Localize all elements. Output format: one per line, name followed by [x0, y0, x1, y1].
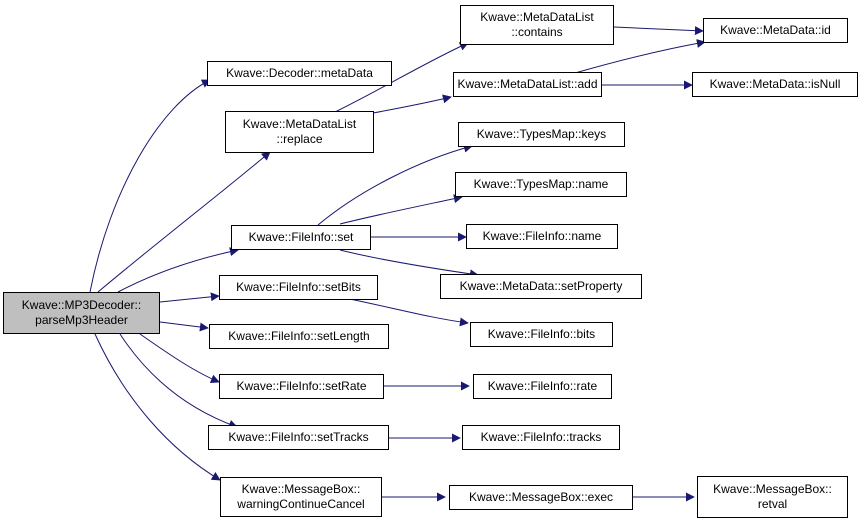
node-messagebox-retval[interactable]: Kwave::MessageBox:: retval — [697, 476, 848, 518]
edge-mdl-contains-to-md-id — [613, 26, 704, 36]
node-label: Kwave::FileInfo::setTracks — [228, 430, 369, 444]
edge-root-to-mb-warning — [94, 333, 221, 481]
node-label: Kwave::FileInfo::tracks — [480, 430, 602, 444]
edge-root-to-decoder-metadata — [89, 79, 211, 293]
node-label: Kwave::MessageBox::exec — [468, 490, 614, 504]
node-label-line2: parseMp3Header — [35, 313, 128, 327]
edge-fi-set-to-tm-keys — [317, 143, 473, 226]
node-label: Kwave::TypesMap::name — [473, 177, 609, 191]
node-metadatalist-replace[interactable]: Kwave::MetaDataList ::replace — [225, 111, 374, 153]
edge-root-to-fi-setrate — [139, 333, 220, 384]
node-label: Kwave::TypesMap::keys — [476, 127, 607, 141]
node-typesmap-name[interactable]: Kwave::TypesMap::name — [455, 172, 627, 197]
node-fileinfo-setbits[interactable]: Kwave::FileInfo::setBits — [219, 275, 378, 300]
node-mp3decoder-parsemp3header: Kwave::MP3Decoder:: parseMp3Header — [3, 292, 160, 334]
node-label-line2: ::replace — [276, 132, 323, 146]
node-label-line2: ::contains — [511, 25, 563, 39]
node-label: Kwave::FileInfo::set — [248, 230, 354, 244]
edge-root-to-fi-set — [117, 247, 239, 293]
node-metadata-id[interactable]: Kwave::MetaData::id — [703, 18, 848, 43]
node-messagebox-exec[interactable]: Kwave::MessageBox::exec — [449, 485, 633, 510]
node-metadatalist-add[interactable]: Kwave::MetaDataList::add — [453, 72, 602, 97]
node-label: Kwave::FileInfo::setBits — [236, 280, 361, 294]
node-label: Kwave::MetaData::isNull — [709, 77, 841, 91]
node-label: Kwave::FileInfo::bits — [487, 327, 596, 341]
node-label: Kwave::FileInfo::name — [482, 229, 602, 243]
edge-fi-setbits-to-fi-bits — [339, 296, 469, 327]
node-fileinfo-tracks[interactable]: Kwave::FileInfo::tracks — [462, 425, 620, 450]
node-decoder-metadata[interactable]: Kwave::Decoder::metaData — [207, 61, 392, 86]
node-label: Kwave::FileInfo::setLength — [228, 329, 370, 343]
node-messagebox-warningcontinuecancel[interactable]: Kwave::MessageBox:: warningContinueCance… — [220, 477, 382, 517]
edge-root-to-fi-setlength — [159, 321, 209, 332]
node-typesmap-keys[interactable]: Kwave::TypesMap::keys — [458, 122, 625, 147]
node-label-line1: Kwave::MessageBox:: — [241, 482, 361, 496]
node-metadata-setproperty[interactable]: Kwave::MetaData::setProperty — [440, 274, 642, 299]
node-label-line1: Kwave::MetaDataList — [242, 117, 357, 131]
edge-root-to-mdl-replace — [97, 151, 271, 293]
node-fileinfo-name[interactable]: Kwave::FileInfo::name — [466, 224, 618, 249]
edge-mdl-replace-to-mdl-add — [372, 94, 452, 114]
node-label: Kwave::FileInfo::rate — [487, 379, 598, 393]
node-fileinfo-settracks[interactable]: Kwave::FileInfo::setTracks — [208, 425, 389, 450]
node-fileinfo-bits[interactable]: Kwave::FileInfo::bits — [470, 322, 613, 347]
edge-fi-set-to-tm-name — [339, 194, 463, 225]
edge-mdl-add-to-md-id — [574, 38, 706, 74]
node-label-line2: warningContinueCancel — [237, 497, 365, 511]
node-label-line2: retval — [757, 497, 788, 511]
node-fileinfo-setlength[interactable]: Kwave::FileInfo::setLength — [209, 324, 389, 349]
node-fileinfo-setrate[interactable]: Kwave::FileInfo::setRate — [219, 374, 384, 399]
edge-root-to-fi-setbits — [159, 292, 220, 303]
node-fileinfo-set[interactable]: Kwave::FileInfo::set — [231, 225, 371, 250]
edge-fi-set-to-md-setproperty — [339, 249, 479, 279]
node-metadata-isnull[interactable]: Kwave::MetaData::isNull — [692, 72, 858, 97]
node-label: Kwave::FileInfo::setRate — [236, 379, 367, 393]
node-label-line1: Kwave::MessageBox:: — [713, 482, 832, 496]
node-label: Kwave::MetaData::setProperty — [459, 279, 623, 293]
node-label-line1: Kwave::MP3Decoder:: — [21, 298, 142, 312]
node-label-line1: Kwave::MetaDataList — [480, 10, 594, 24]
node-label: Kwave::MetaData::id — [720, 23, 831, 37]
node-label: Kwave::Decoder::metaData — [226, 66, 373, 80]
edge-root-to-fi-settracks — [119, 333, 238, 429]
node-fileinfo-rate[interactable]: Kwave::FileInfo::rate — [473, 374, 612, 399]
node-metadatalist-contains[interactable]: Kwave::MetaDataList ::contains — [460, 5, 614, 45]
node-label: Kwave::MetaDataList::add — [457, 77, 598, 91]
edge-mdl-replace-to-mdl-contains — [334, 42, 469, 113]
